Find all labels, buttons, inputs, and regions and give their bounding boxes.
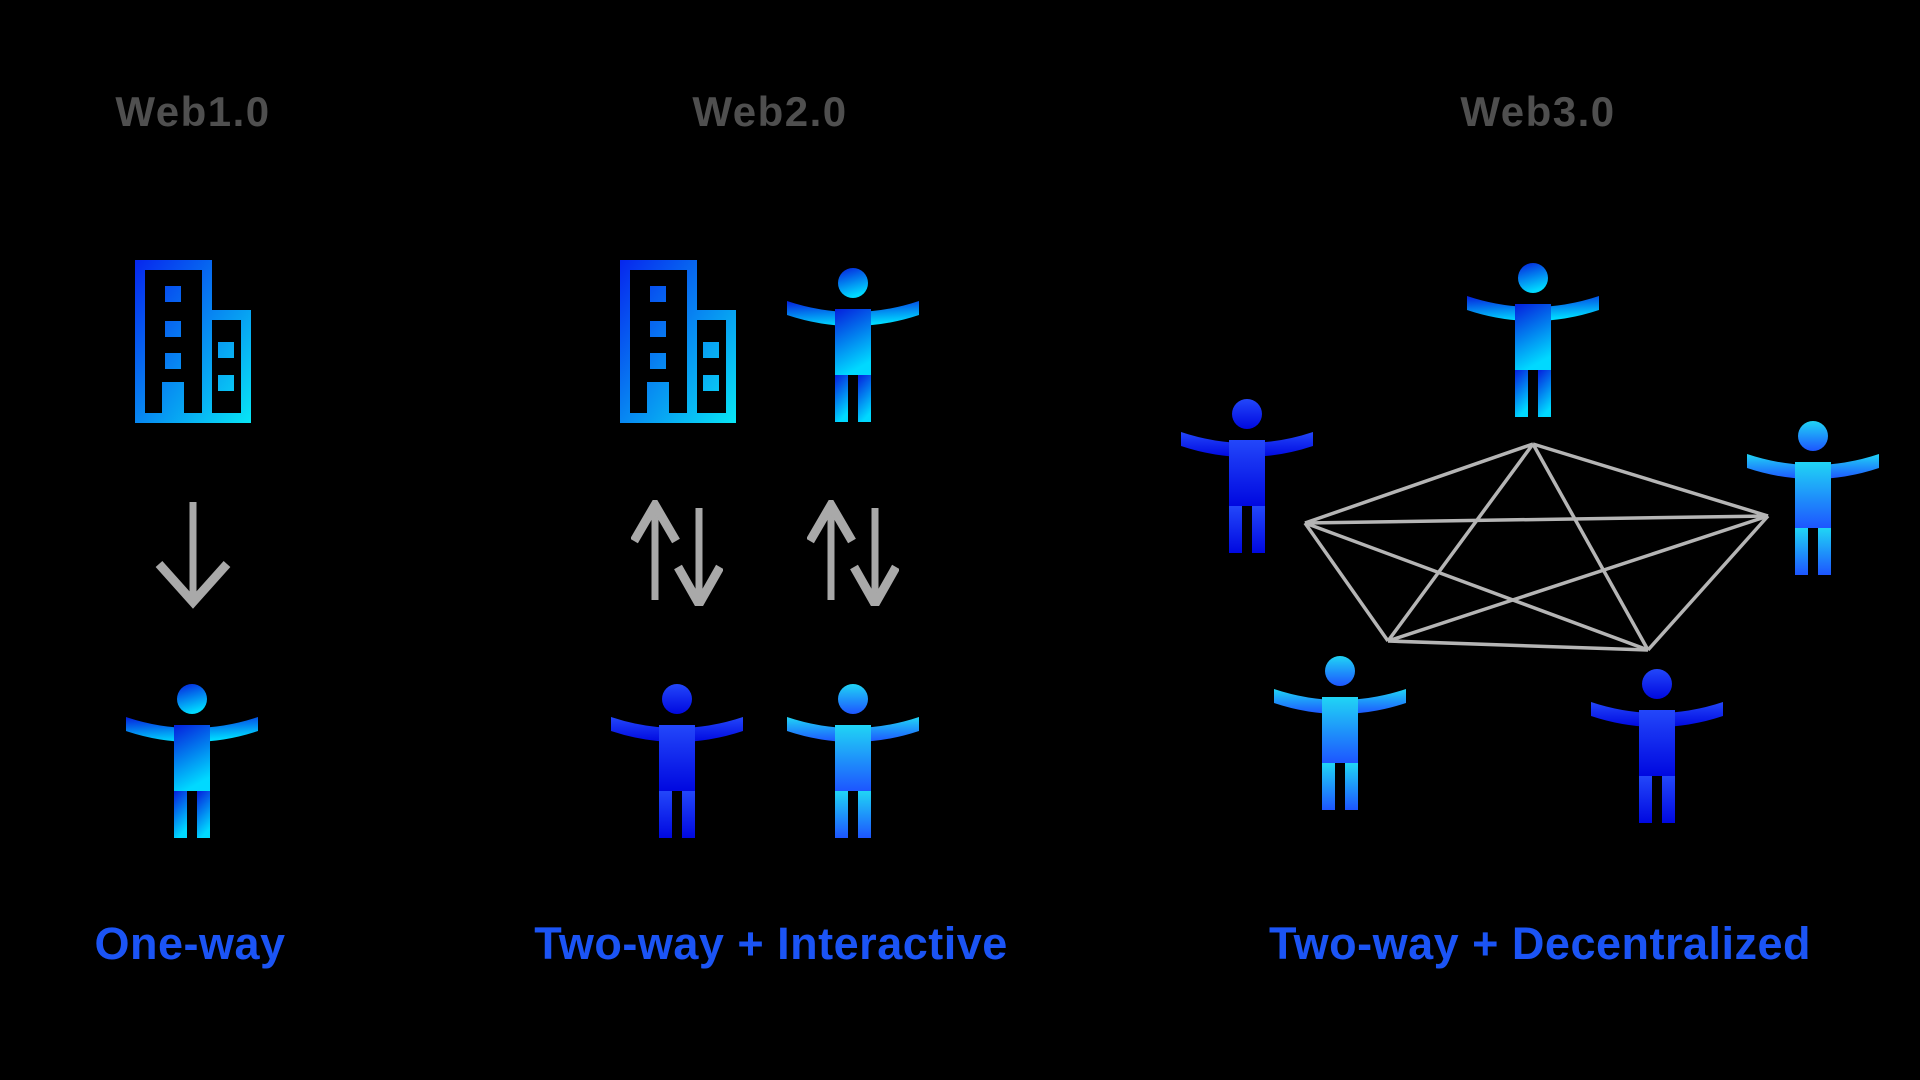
web2-title: Web2.0	[692, 88, 848, 135]
web3-title: Web3.0	[1460, 88, 1616, 135]
web3-label: Two-way + Decentralized	[1268, 918, 1812, 969]
network-graph	[1303, 442, 1770, 652]
person-icon	[785, 683, 921, 839]
person-icon	[124, 683, 260, 839]
up-down-arrows-icon	[807, 500, 899, 606]
web1-label: One-way	[94, 918, 286, 969]
person-icon	[1589, 668, 1725, 824]
person-icon	[1179, 398, 1315, 554]
person-icon	[785, 267, 921, 423]
down-arrow-icon	[155, 502, 231, 609]
building-icon	[620, 260, 736, 423]
person-icon	[1745, 420, 1881, 576]
up-down-arrows-icon	[631, 500, 723, 606]
web2-label: Two-way + Interactive	[534, 918, 1008, 969]
web1-title: Web1.0	[115, 88, 271, 135]
building-icon	[135, 260, 251, 423]
person-icon	[1465, 262, 1601, 418]
person-icon	[609, 683, 745, 839]
person-icon	[1272, 655, 1408, 811]
